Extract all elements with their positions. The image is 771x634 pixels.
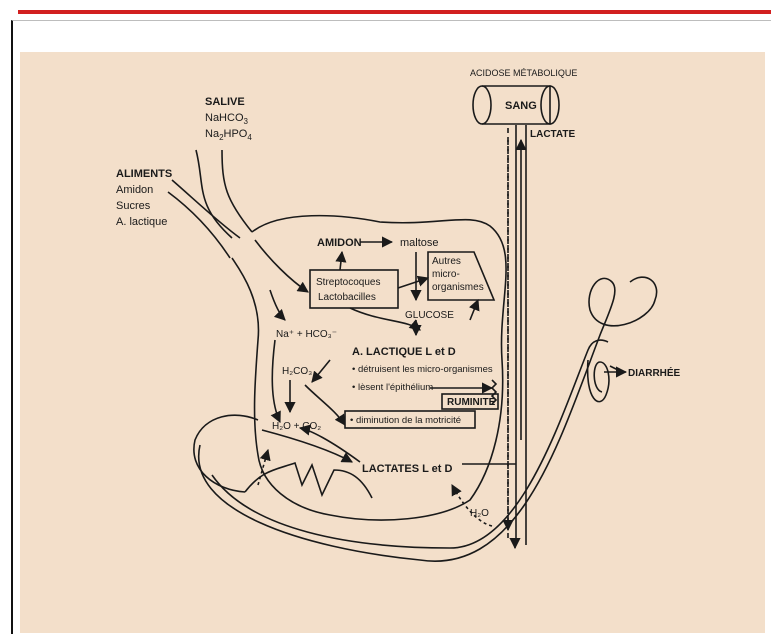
na2hpo4-label: Na2HPO4 xyxy=(205,128,252,142)
h2o-left-dashed-arrow xyxy=(258,450,268,485)
saliva-duct-right xyxy=(222,150,252,232)
amidon-input-label: Amidon xyxy=(116,184,153,196)
saliva-duct-left xyxy=(196,150,232,238)
h2co3-label: H₂CO₃ xyxy=(282,366,312,377)
h2co3-loop-arrow xyxy=(305,385,345,425)
lactates-loop-arrow xyxy=(300,428,360,462)
nahco3-text: NaHCO xyxy=(205,112,244,124)
lactique-to-h2co3-arrow xyxy=(312,360,330,382)
na2hpo4-hpo: HPO xyxy=(224,128,248,140)
na-hco3-label: Na⁺ + HCO₃⁻ xyxy=(276,329,337,340)
organismes-label: organismes xyxy=(432,282,484,293)
h2o-co2-label: H₂O + CO₂ xyxy=(272,421,321,432)
rumen-fold xyxy=(194,415,258,492)
acidose-label: ACIDOSE MÉTABOLIQUE xyxy=(470,68,577,78)
amidon-label: AMIDON xyxy=(317,237,362,249)
sang-label: SANG xyxy=(505,100,537,112)
sang-cylinder-left xyxy=(473,86,491,124)
autres-label: Autres xyxy=(432,256,461,267)
food-to-bacteria-arrow xyxy=(255,240,308,292)
bacteria-to-autres-arrow xyxy=(398,278,428,288)
acide-lactique-input-label: A. lactique xyxy=(116,216,167,228)
effet-lesion-label: • lèsent l'épithélium xyxy=(352,382,433,393)
maltose-label: maltose xyxy=(400,237,439,249)
effet-destruction-label: • détruisent les micro-organismes xyxy=(352,364,493,375)
h2o-dashed-arrow xyxy=(452,485,492,526)
rumen-inner-fold xyxy=(245,463,372,498)
micro-label: micro- xyxy=(432,269,460,280)
glucose-label: GLUCOSE xyxy=(405,310,454,321)
motricite-label: • diminution de la motricité xyxy=(350,415,461,426)
rumen-to-lactates-arrow xyxy=(262,430,352,462)
h2o-label: H₂O xyxy=(470,508,489,519)
sucres-label: Sucres xyxy=(116,200,151,212)
streptocoques-label: Streptocoques xyxy=(316,277,381,288)
salive-label: SALIVE xyxy=(205,96,245,108)
diarrhee-label: DIARRHÉE xyxy=(628,366,681,379)
bacteria-to-amidon-arrow xyxy=(340,252,342,270)
food-duct-lower xyxy=(168,192,230,258)
aliments-label: ALIMENTS xyxy=(116,168,172,180)
ruminite-label: RUMINITE xyxy=(447,397,496,408)
na-to-h2o-arrow xyxy=(272,340,280,422)
acide-lactique-label: A. LACTIQUE L et D xyxy=(352,346,456,358)
na2hpo4-sub4: 4 xyxy=(247,133,252,142)
lactate-label: LACTATE xyxy=(530,129,576,140)
intestine-tail xyxy=(610,366,622,372)
glucose-to-autres-arrow xyxy=(470,300,478,320)
lactobacilles-label: Lactobacilles xyxy=(318,292,376,303)
intestine-coil xyxy=(588,360,609,402)
nahco3-label: NaHCO3 xyxy=(205,112,249,126)
nahco3-subscript: 3 xyxy=(244,117,249,126)
food-duct-upper xyxy=(172,180,240,238)
lactates-label: LACTATES L et D xyxy=(362,463,453,475)
na2hpo4-na: Na xyxy=(205,128,220,140)
food-to-na-arrow xyxy=(270,290,285,320)
